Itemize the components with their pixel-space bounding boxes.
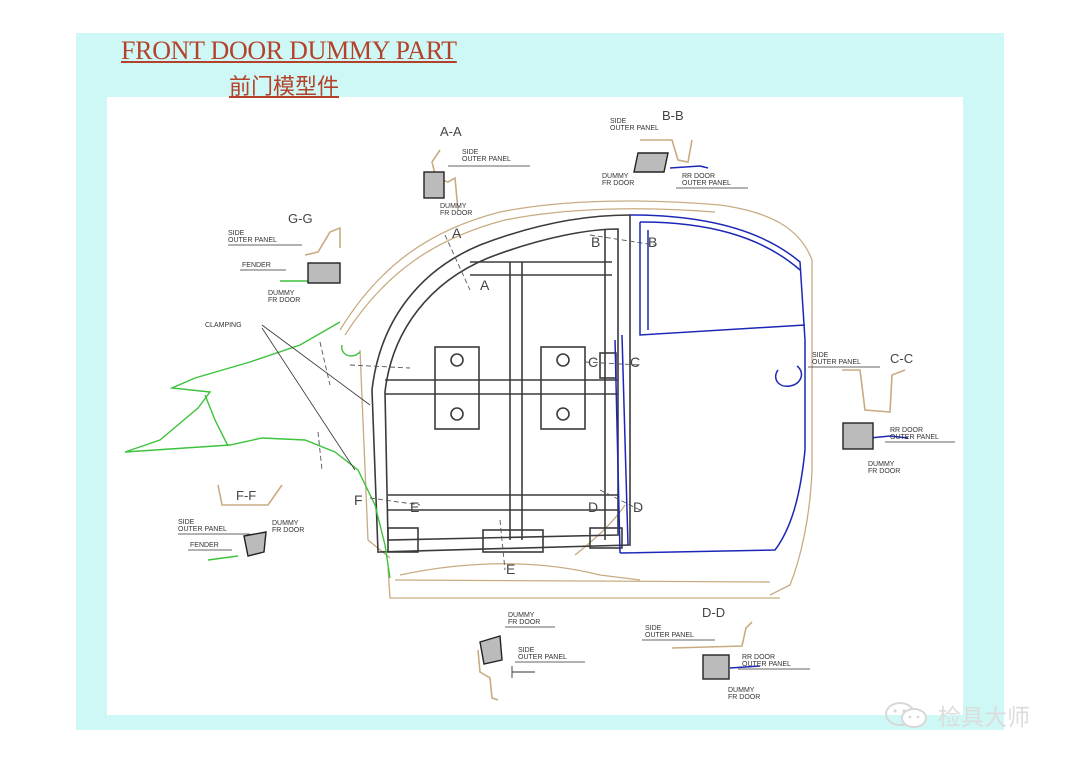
marker-b-left: B (591, 234, 600, 250)
svg-text:FR DOOR: FR DOOR (268, 297, 300, 304)
page-subtitle: 前门模型件 (229, 75, 340, 100)
marker-a-bottom: A (480, 277, 490, 293)
marker-d-right: D (633, 499, 643, 515)
section-markers: A A B B C C D D E E F (354, 225, 657, 577)
section-lines (317, 234, 656, 571)
svg-text:OUTER PANEL: OUTER PANEL (228, 237, 277, 244)
svg-text:RR DOOR: RR DOOR (682, 173, 715, 180)
marker-c-right: C (630, 354, 640, 370)
watermark: 检具大师 (938, 705, 1030, 731)
svg-text:FR DOOR: FR DOOR (602, 180, 634, 187)
svg-text:OUTER PANEL: OUTER PANEL (462, 156, 511, 163)
section-detail-d: D-D SIDE OUTER PANEL RR DOOR OUTER PANEL… (642, 605, 810, 701)
svg-text:OUTER PANEL: OUTER PANEL (178, 526, 227, 533)
section-detail-a: A-A SIDE OUTER PANEL DUMMY FR DOOR (423, 124, 530, 217)
svg-text:SIDE: SIDE (645, 625, 662, 632)
section-g-label: G-G (288, 211, 313, 226)
svg-text:SIDE: SIDE (178, 519, 195, 526)
svg-text:SIDE: SIDE (462, 149, 479, 156)
section-detail-b: B-B SIDE OUTER PANEL DUMMY FR DOOR RR DO… (602, 108, 748, 189)
marker-a-top: A (452, 225, 462, 241)
svg-text:RR DOOR: RR DOOR (890, 427, 923, 434)
section-c-label: C-C (890, 351, 913, 366)
svg-text:OUTER PANEL: OUTER PANEL (645, 632, 694, 639)
svg-text:FR DOOR: FR DOOR (868, 468, 900, 475)
svg-text:SIDE: SIDE (518, 647, 535, 654)
svg-text:SIDE: SIDE (812, 352, 829, 359)
front-door-dummy-frame (371, 214, 631, 553)
section-detail-e: DUMMY FR DOOR SIDE OUTER PANEL (477, 612, 585, 701)
marker-b-right: B (648, 234, 657, 250)
marker-e-bottom: E (506, 561, 515, 577)
marker-e-top: E (410, 499, 419, 515)
svg-text:FR DOOR: FR DOOR (440, 210, 472, 217)
svg-text:FR DOOR: FR DOOR (272, 527, 304, 534)
svg-text:OUTER PANEL: OUTER PANEL (890, 434, 939, 441)
svg-text:DUMMY: DUMMY (728, 687, 755, 694)
marker-f: F (354, 492, 363, 508)
clamping-callout: CLAMPING (205, 322, 371, 471)
rear-door-outline (614, 214, 806, 554)
marker-c-left: C (588, 354, 598, 370)
section-detail-g: G-G SIDE OUTER PANEL FENDER DUMMY FR DOO… (228, 211, 341, 304)
svg-text:FENDER: FENDER (190, 542, 219, 549)
section-a-label: A-A (440, 124, 462, 139)
svg-text:DUMMY: DUMMY (272, 520, 299, 527)
svg-text:OUTER PANEL: OUTER PANEL (812, 359, 861, 366)
svg-text:DUMMY: DUMMY (602, 173, 629, 180)
svg-text:RR DOOR: RR DOOR (742, 654, 775, 661)
body-side-outline (339, 200, 813, 599)
marker-d-left: D (588, 499, 598, 515)
svg-text:DUMMY: DUMMY (868, 461, 895, 468)
svg-text:SIDE: SIDE (610, 118, 627, 125)
section-detail-f: F-F SIDE OUTER PANEL DUMMY FR DOOR FENDE… (178, 484, 304, 561)
svg-text:DUMMY: DUMMY (268, 290, 295, 297)
section-d-label: D-D (702, 605, 725, 620)
svg-text:FR DOOR: FR DOOR (508, 619, 540, 626)
section-detail-c: C-C SIDE OUTER PANEL RR DOOR OUTER PANEL… (808, 351, 955, 475)
svg-text:DUMMY: DUMMY (508, 612, 535, 619)
wechat-icon (885, 702, 927, 728)
svg-text:DUMMY: DUMMY (440, 203, 467, 210)
svg-text:OUTER PANEL: OUTER PANEL (518, 654, 567, 661)
svg-text:FENDER: FENDER (242, 262, 271, 269)
svg-text:FR DOOR: FR DOOR (728, 694, 760, 701)
drawing-panel (107, 97, 963, 715)
svg-text:SIDE: SIDE (228, 230, 245, 237)
fender-outline (124, 321, 391, 579)
svg-text:OUTER PANEL: OUTER PANEL (610, 125, 659, 132)
clamping-label: CLAMPING (205, 322, 242, 329)
svg-text:OUTER PANEL: OUTER PANEL (682, 180, 731, 187)
svg-text:OUTER PANEL: OUTER PANEL (742, 661, 791, 668)
page-title: FRONT DOOR DUMMY PART (121, 36, 457, 65)
section-b-label: B-B (662, 108, 684, 123)
section-f-label: F-F (236, 488, 256, 503)
